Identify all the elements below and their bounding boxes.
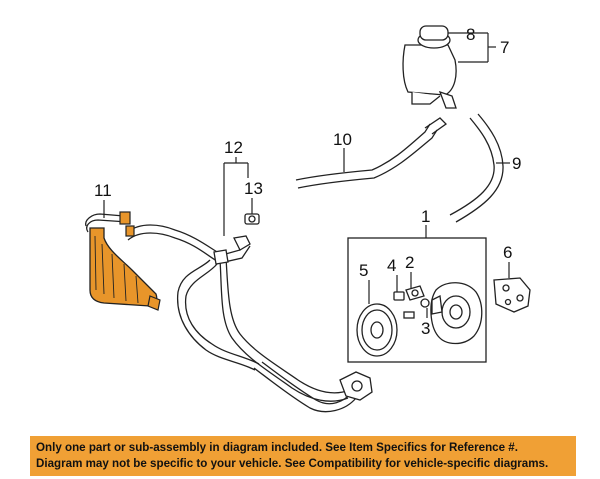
reservoir	[402, 25, 457, 109]
callout-4: 4	[387, 256, 396, 275]
bracket-6	[493, 277, 531, 313]
disclaimer-line-1: Only one part or sub-assembly in diagram…	[36, 441, 518, 454]
callout-2: 2	[405, 253, 414, 272]
callout-7: 7	[500, 38, 509, 57]
callout-10: 10	[333, 130, 352, 149]
o-ring-3	[420, 298, 430, 308]
clip-13	[244, 213, 260, 225]
callout-8: 8	[466, 25, 475, 44]
hose-9	[449, 113, 504, 223]
callout-6: 6	[503, 243, 512, 262]
callout-9: 9	[512, 154, 521, 173]
callout-5: 5	[359, 261, 368, 280]
parts-diagram: 8 7 10 9 12 13	[85, 25, 531, 413]
callout-11: 11	[94, 181, 112, 200]
callout-13: 13	[244, 179, 263, 198]
callout-1: 1	[421, 207, 430, 226]
disclaimer-banner: Only one part or sub-assembly in diagram…	[30, 436, 576, 476]
bolt-4	[393, 291, 405, 301]
callout-3: 3	[421, 319, 430, 338]
pulley-5	[356, 303, 398, 357]
callout-12: 12	[224, 138, 243, 157]
power-steering-cooler-highlighted	[85, 211, 161, 311]
pump-body	[403, 282, 483, 345]
fitting-2	[405, 285, 425, 301]
disclaimer-line-2: Diagram may not be specific to your vehi…	[36, 457, 549, 470]
hose-10	[295, 117, 448, 189]
callout-12-leader	[223, 157, 249, 236]
pressure-line-12	[127, 224, 373, 413]
callout-8-leader	[448, 32, 496, 63]
